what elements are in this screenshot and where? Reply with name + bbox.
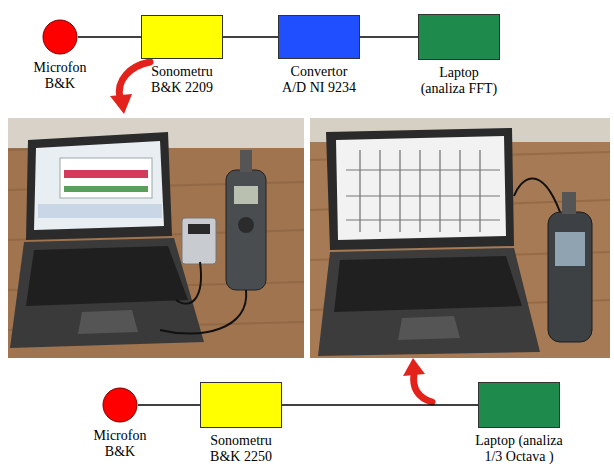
box-shape	[478, 382, 560, 428]
connector-line	[78, 36, 141, 37]
node-label: Laptop (analiza FFT)	[413, 65, 505, 97]
left-photo	[8, 118, 304, 358]
circle-shape	[42, 19, 78, 55]
connector-line	[282, 404, 478, 405]
connector-line	[360, 36, 418, 37]
device-box: Convertor A/D NI 9234	[267, 15, 371, 96]
connector-line	[223, 36, 278, 37]
box-shape	[141, 15, 223, 59]
node-label: Microfon B&K	[84, 428, 156, 460]
connector-line	[138, 404, 200, 405]
node-label: Microfon B&K	[24, 60, 96, 92]
box-shape	[200, 382, 282, 428]
node-label: Sonometru B&K 2250	[199, 433, 283, 465]
device-box: Laptop (analiza FFT)	[413, 14, 505, 97]
microphone-circle: Microfon B&K	[84, 387, 156, 460]
device-box: Laptop (analiza 1/3 Octava )	[444, 382, 594, 465]
node-label: Laptop (analiza 1/3 Octava )	[444, 433, 594, 465]
circle-outline	[42, 19, 78, 55]
node-label: Convertor A/D NI 9234	[267, 64, 371, 96]
microphone-circle: Microfon B&K	[24, 19, 96, 92]
callout-arrow	[110, 62, 150, 114]
box-shape	[418, 14, 500, 60]
box-shape	[278, 15, 360, 59]
node-label: Sonometru B&K 2209	[140, 64, 224, 96]
callout-arrow	[403, 358, 432, 402]
device-box: Sonometru B&K 2250	[199, 382, 283, 465]
device-box: Sonometru B&K 2209	[140, 15, 224, 96]
circle-shape	[102, 387, 138, 423]
right-photo	[310, 118, 610, 358]
circle-outline	[102, 387, 138, 423]
